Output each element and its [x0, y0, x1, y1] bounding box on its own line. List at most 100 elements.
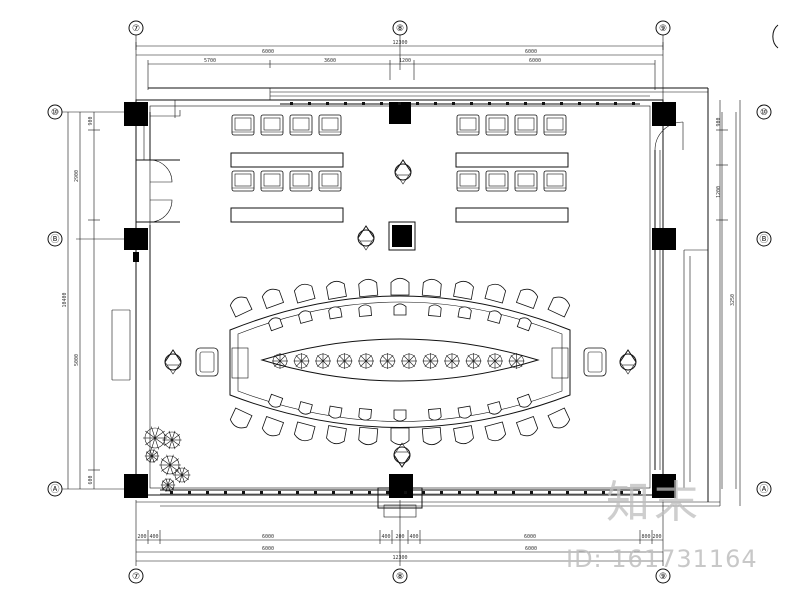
- door-swing-left-upper: [149, 159, 173, 183]
- fixture-symbol: [619, 349, 637, 375]
- window-mullion: [344, 102, 347, 105]
- table-chair: [390, 427, 410, 446]
- window-mullion: [512, 491, 515, 494]
- table-chair: [453, 280, 474, 300]
- window-mullion: [458, 491, 461, 494]
- planter: [336, 353, 353, 369]
- window-mullion: [296, 491, 299, 494]
- window-mullion: [242, 491, 245, 494]
- column-bottom-left: [124, 474, 148, 498]
- audience-chair: [456, 114, 480, 136]
- dim-bottom-2: 6000: [525, 546, 537, 552]
- audience-chair: [260, 170, 284, 192]
- table-chair: [484, 283, 507, 304]
- window-mullion: [278, 491, 281, 494]
- window-mullion: [224, 491, 227, 494]
- dimension-lines: 12300 6000 6000 5700 3600 1200 6000 200 …: [62, 40, 737, 566]
- dim-top-5: 1200: [399, 58, 411, 64]
- window-mullion: [548, 491, 551, 494]
- window-mullion: [488, 102, 491, 105]
- plant: [162, 430, 182, 450]
- table-chair: [326, 425, 347, 445]
- table-chair: [358, 304, 372, 317]
- window-mullion: [422, 491, 425, 494]
- window-mullion: [578, 102, 581, 105]
- table-chair: [298, 401, 313, 415]
- audience-chair: [514, 114, 538, 136]
- plant: [173, 466, 191, 484]
- column-mid-left: [124, 228, 148, 250]
- table-chair: [358, 408, 372, 421]
- dim-top-2: 6000: [525, 49, 537, 55]
- dim-bottom-d: 400: [381, 534, 390, 540]
- table-chair: [261, 415, 285, 437]
- potted-plants: [143, 426, 191, 492]
- audience-chair: [260, 114, 284, 136]
- audience-chair: [485, 170, 509, 192]
- dim-left-1: 900: [88, 116, 94, 125]
- columns: [124, 102, 676, 498]
- dim-bottom-e: 200: [395, 534, 404, 540]
- axis-bubble-bottom-9: [655, 568, 671, 584]
- window-mullion: [308, 102, 311, 105]
- plant: [159, 454, 181, 476]
- window-mullion: [638, 491, 641, 494]
- door-top-left: [150, 110, 181, 117]
- window-mullion: [620, 491, 623, 494]
- axis-label-bottom-7: ⑦: [132, 572, 140, 582]
- dim-bottom-c: 6000: [262, 534, 274, 540]
- ceiling-fixtures: [164, 159, 637, 468]
- axis-bubble-top-8: [392, 20, 408, 36]
- dim-left-overall: 10400: [62, 292, 68, 307]
- section-mark: [772, 24, 779, 49]
- table-chair: [421, 426, 442, 446]
- plant: [143, 426, 167, 450]
- audience-seating: [231, 114, 567, 192]
- window-mullion: [386, 491, 389, 494]
- armchair-left: [195, 347, 219, 377]
- plant: [144, 449, 160, 463]
- window-mullion: [362, 102, 365, 105]
- table-chair: [421, 278, 442, 298]
- audience-chair: [289, 170, 313, 192]
- planter: [508, 353, 525, 369]
- window-mullion: [404, 491, 407, 494]
- table-chair: [393, 409, 407, 422]
- dim-bottom-i: 200: [652, 534, 661, 540]
- table-chair: [516, 393, 532, 408]
- dim-top-4: 3600: [324, 58, 336, 64]
- window-mullion: [380, 102, 383, 105]
- fixture-symbol: [357, 225, 375, 251]
- axis-label-top-8: ⑧: [396, 24, 404, 34]
- fixture-symbol: [393, 442, 411, 468]
- watermark-id: ID: 161731164: [566, 545, 758, 573]
- planter: [315, 353, 331, 369]
- window-mullion: [326, 102, 329, 105]
- column-top-left: [124, 102, 148, 126]
- table-chair: [547, 407, 571, 429]
- dim-right-1: 900: [716, 117, 722, 126]
- axis-bubble-bottom-8: [392, 568, 408, 584]
- planter: [422, 353, 439, 369]
- end-armchairs: [195, 347, 607, 377]
- axis-label-top-9: ⑨: [659, 24, 667, 34]
- dim-bottom-g: 6000: [524, 534, 536, 540]
- planter: [487, 353, 503, 369]
- dim-bottom-h: 800: [641, 534, 650, 540]
- conference-table: [229, 295, 571, 428]
- window-mullions: [170, 102, 641, 494]
- axis-bubble-left-b: [47, 231, 63, 247]
- table-chair: [515, 288, 539, 310]
- table-chair: [547, 296, 571, 318]
- column-top-center: [389, 102, 411, 124]
- plant: [160, 478, 176, 492]
- table-end-left: [231, 347, 249, 379]
- dim-top-3: 5700: [204, 58, 216, 64]
- planter: [272, 353, 288, 369]
- axis-bubble-right-b: [756, 231, 772, 247]
- table-chair: [328, 306, 343, 320]
- planter: [444, 353, 460, 369]
- window-mullion: [476, 491, 479, 494]
- axis-label-top-7: ⑦: [132, 24, 140, 34]
